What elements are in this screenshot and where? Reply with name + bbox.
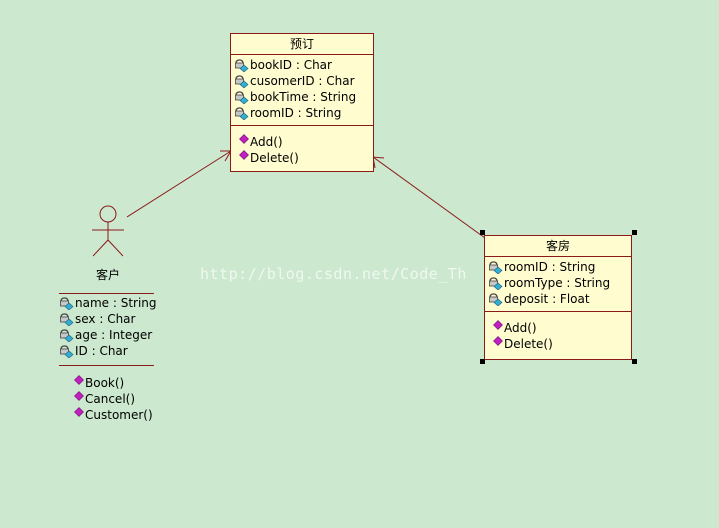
attribute-text: ID : Char — [75, 344, 128, 358]
attribute-icon — [489, 277, 503, 290]
actor-name: 客户 — [95, 268, 120, 282]
operation-text: Add() — [504, 321, 537, 335]
selection-handle[interactable] — [480, 359, 485, 364]
actor-attribute-list: name : String sex : Char age : Integer ID :… — [60, 295, 157, 359]
operation-icon — [493, 320, 503, 330]
attribute-list: roomID : String roomType : String deposit … — [485, 257, 631, 312]
operation-icon — [74, 391, 84, 401]
attribute-icon — [235, 75, 249, 88]
attribute-icon — [489, 293, 503, 306]
attribute-row[interactable]: sex : Char — [60, 311, 157, 327]
attribute-icon — [60, 313, 74, 326]
operation-icon — [239, 150, 249, 160]
association-room-booking[interactable] — [372, 156, 486, 239]
operation-text: Cancel() — [85, 392, 136, 406]
attribute-icon — [60, 345, 74, 358]
attribute-text: sex : Char — [75, 312, 136, 326]
attribute-text: bookTime : String — [250, 90, 357, 104]
actor-divider — [59, 365, 154, 366]
operation-text: Book() — [85, 376, 125, 390]
operation-text: Delete() — [504, 337, 553, 351]
attribute-text: roomID : String — [504, 260, 596, 274]
attribute-text: cusomerID : Char — [250, 74, 355, 88]
attribute-text: bookID : Char — [250, 58, 332, 72]
class-booking[interactable]: 预订 bookID : Char cusomerID : Char bookTime… — [230, 33, 374, 172]
operation-icon — [493, 336, 503, 346]
attribute-icon — [60, 297, 74, 310]
operation-list: Add() Delete() — [231, 126, 373, 168]
attribute-text: deposit : Float — [504, 292, 590, 306]
attribute-row[interactable]: bookTime : String — [235, 89, 373, 105]
operation-icon — [239, 134, 249, 144]
attribute-icon — [489, 261, 503, 274]
operation-row[interactable]: Add() — [239, 134, 373, 150]
attribute-text: age : Integer — [75, 328, 153, 342]
attribute-text: name : String — [75, 296, 157, 310]
selection-handle[interactable] — [632, 230, 637, 235]
attribute-text: roomID : String — [250, 106, 342, 120]
operation-row[interactable]: Delete() — [493, 336, 631, 352]
operation-row[interactable]: Cancel() — [74, 391, 153, 407]
attribute-icon — [235, 91, 249, 104]
actor-stick-figure[interactable] — [92, 205, 124, 257]
operation-text: Delete() — [250, 151, 299, 165]
attribute-row[interactable]: bookID : Char — [235, 57, 373, 73]
attribute-icon — [235, 107, 249, 120]
attribute-row[interactable]: name : String — [60, 295, 157, 311]
class-name: 客房 — [485, 236, 631, 257]
attribute-row[interactable]: roomID : String — [489, 259, 631, 275]
operation-text: Customer() — [85, 408, 153, 422]
class-name: 预订 — [231, 34, 373, 55]
operation-row[interactable]: Add() — [493, 320, 631, 336]
attribute-row[interactable]: age : Integer — [60, 327, 157, 343]
operation-icon — [74, 375, 84, 385]
operation-icon — [74, 407, 84, 417]
association-customer-booking[interactable] — [126, 150, 232, 218]
operation-row[interactable]: Delete() — [239, 150, 373, 166]
class-room[interactable]: 客房 roomID : String roomType : String depos… — [484, 235, 632, 360]
actor-operation-list: Book() Cancel() Customer() — [74, 375, 153, 423]
selection-handle[interactable] — [632, 359, 637, 364]
actor-divider — [59, 293, 154, 294]
attribute-icon — [235, 59, 249, 72]
attribute-list: bookID : Char cusomerID : Char bookTime : … — [231, 55, 373, 126]
attribute-text: roomType : String — [504, 276, 611, 290]
attribute-icon — [60, 329, 74, 342]
selection-handle[interactable] — [480, 230, 485, 235]
attribute-row[interactable]: ID : Char — [60, 343, 157, 359]
operation-list: Add() Delete() — [485, 312, 631, 354]
attribute-row[interactable]: roomID : String — [235, 105, 373, 121]
attribute-row[interactable]: roomType : String — [489, 275, 631, 291]
watermark-text: http://blog.csdn.net/Code_Th — [200, 265, 467, 283]
operation-row[interactable]: Customer() — [74, 407, 153, 423]
operation-text: Add() — [250, 135, 283, 149]
operation-row[interactable]: Book() — [74, 375, 153, 391]
attribute-row[interactable]: cusomerID : Char — [235, 73, 373, 89]
attribute-row[interactable]: deposit : Float — [489, 291, 631, 307]
